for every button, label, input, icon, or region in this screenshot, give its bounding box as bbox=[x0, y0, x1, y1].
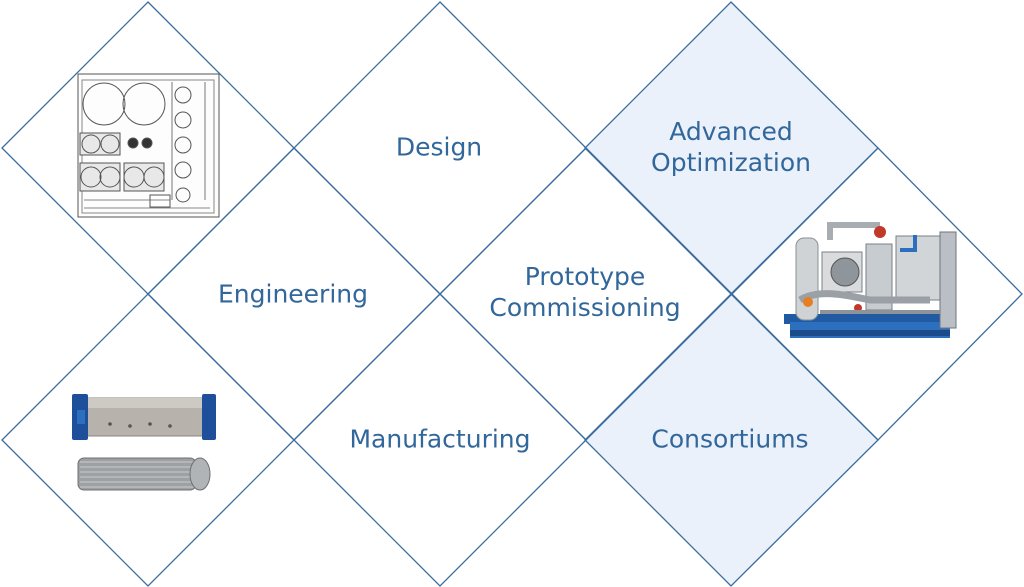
process-skid-image bbox=[784, 225, 956, 338]
tile-consortiums-label: Consortiums bbox=[651, 424, 808, 455]
tile-exchanger-outline bbox=[2, 294, 294, 586]
prototype-line2: Commissioning bbox=[489, 292, 680, 323]
tile-advanced-optimization-label: Advanced Optimization bbox=[651, 116, 811, 178]
technical-drawing-image bbox=[78, 74, 219, 217]
heat-exchanger-image bbox=[72, 394, 216, 490]
tile-manufacturing-label: Manufacturing bbox=[349, 424, 530, 455]
tile-prototype-commissioning-label: Prototype Commissioning bbox=[489, 261, 680, 323]
advanced-line2: Optimization bbox=[651, 147, 811, 178]
prototype-line1: Prototype bbox=[489, 261, 680, 292]
tile-engineering-label: Engineering bbox=[218, 279, 368, 310]
tile-design-label: Design bbox=[396, 132, 482, 163]
advanced-line1: Advanced bbox=[651, 116, 811, 147]
